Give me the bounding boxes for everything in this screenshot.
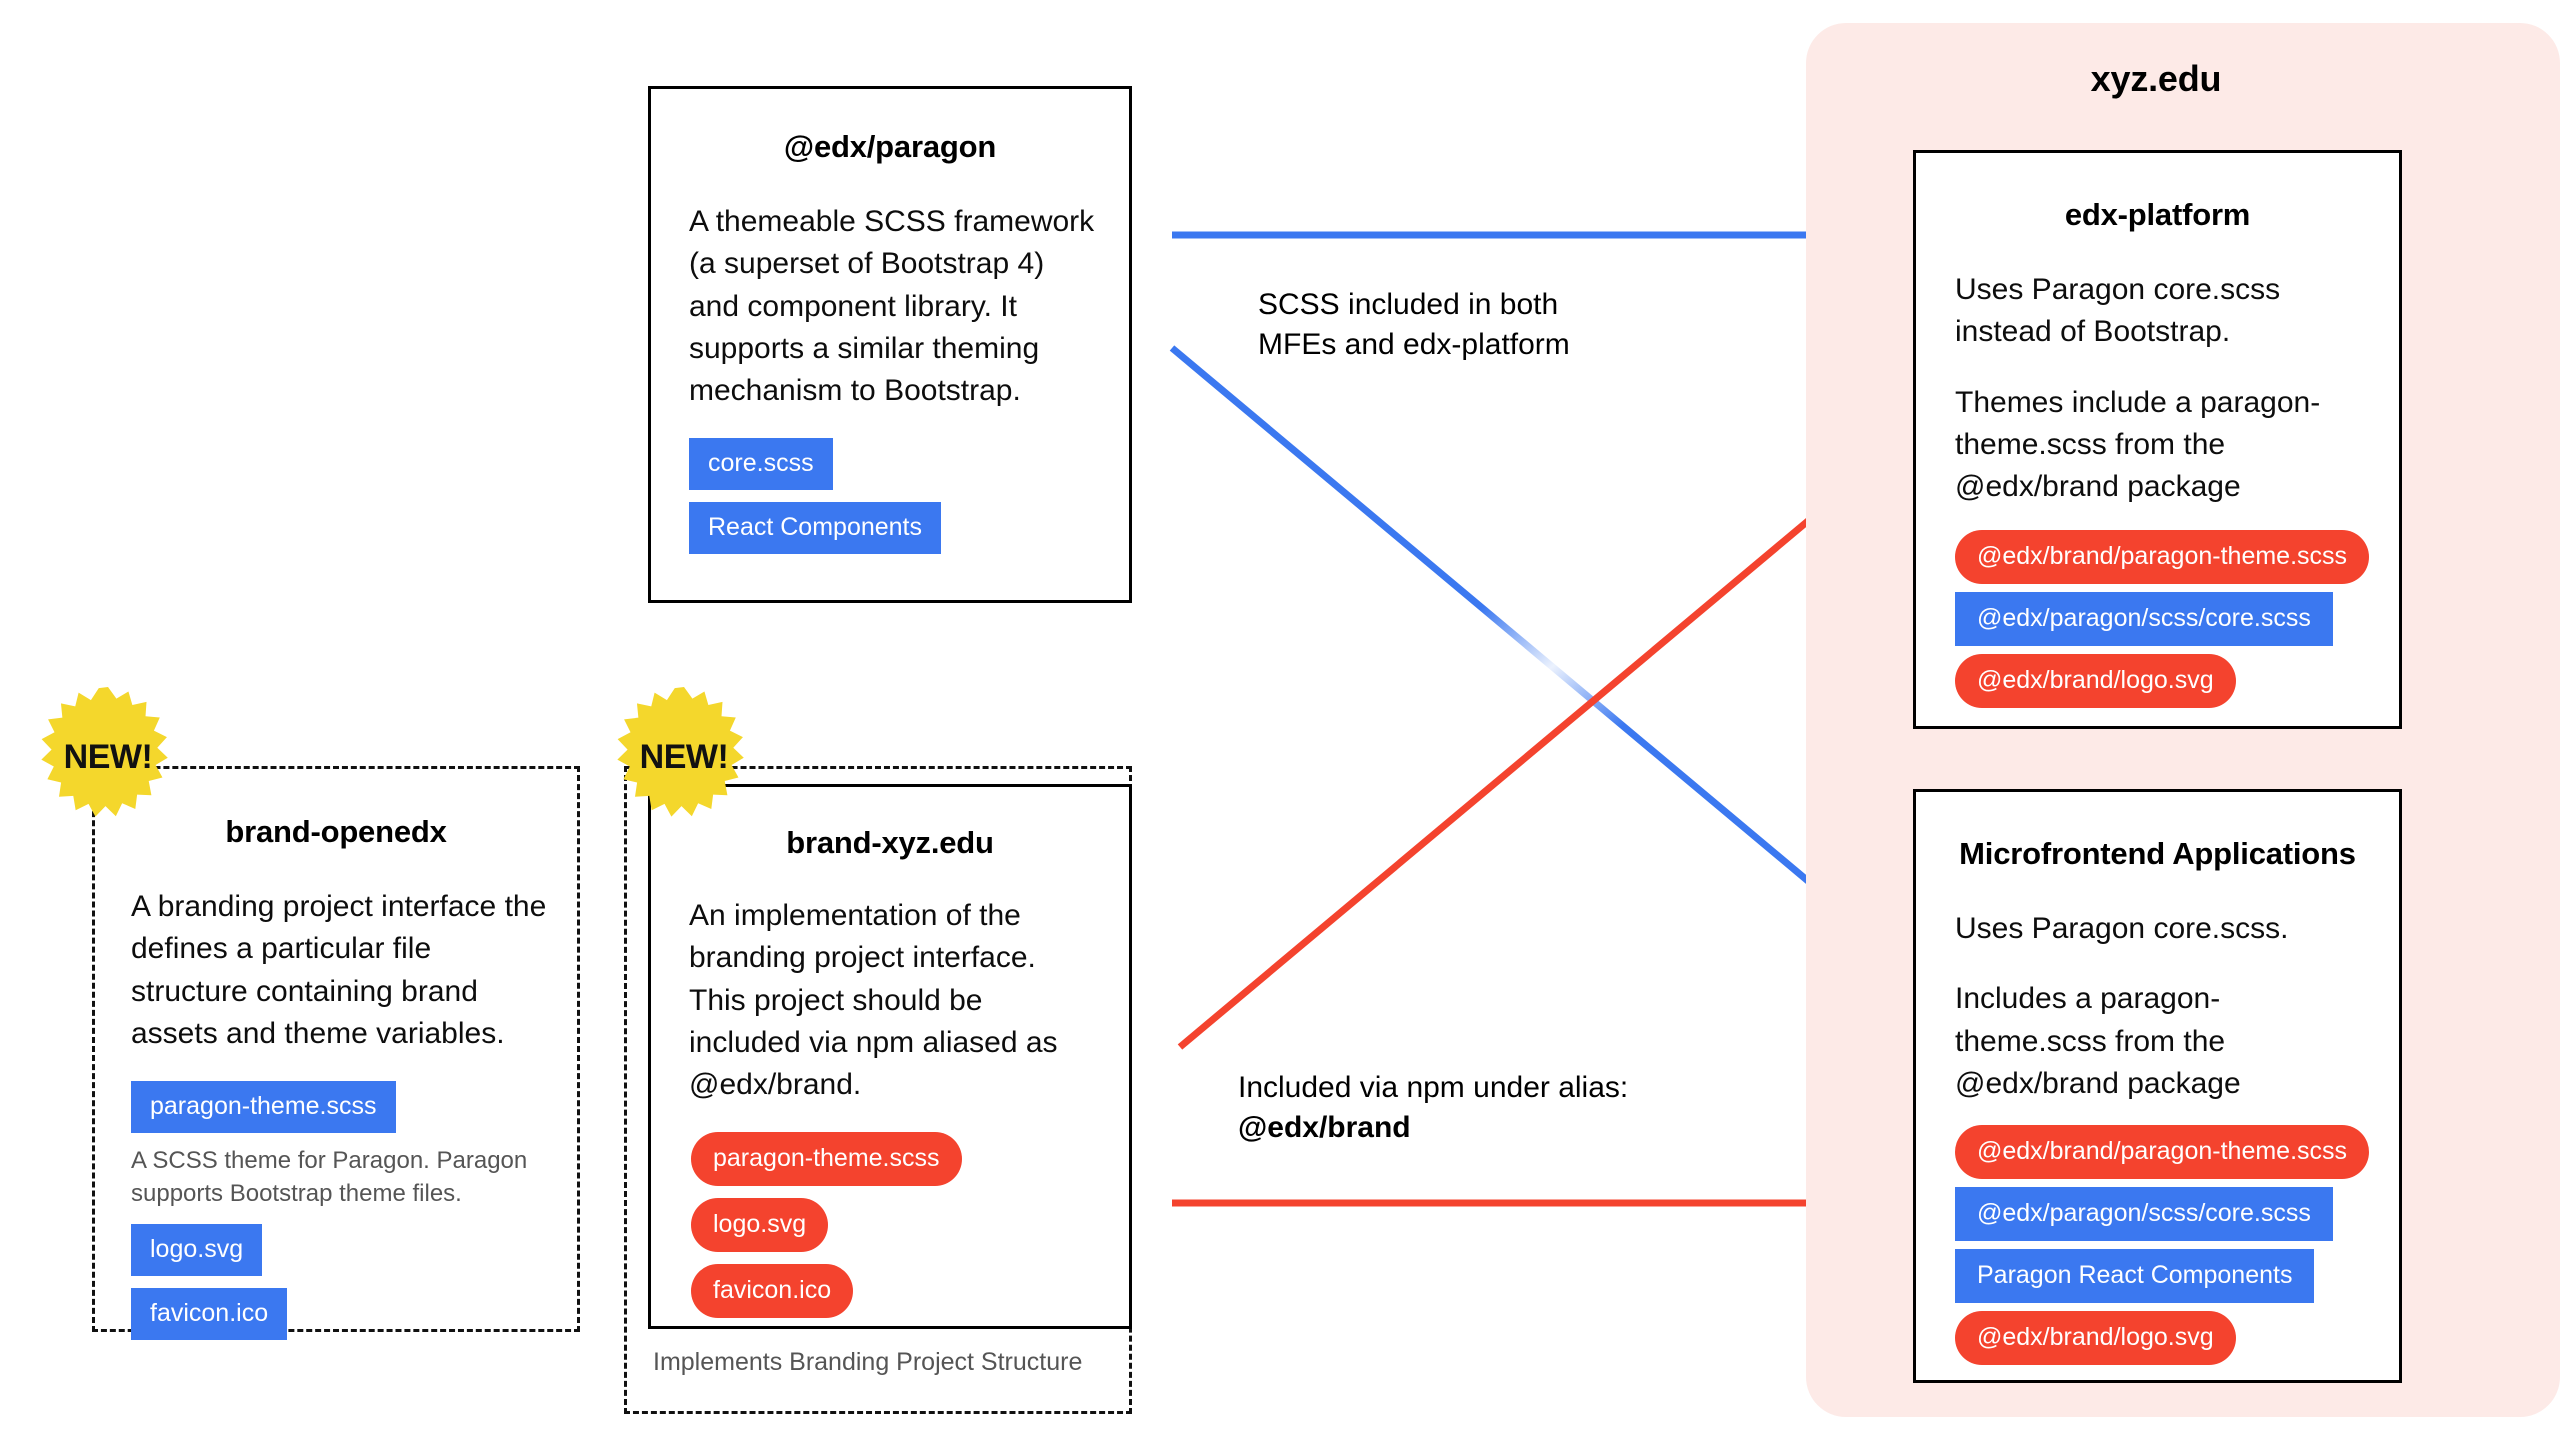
pill-paragon-theme-scss[interactable]: paragon-theme.scss [691, 1132, 962, 1187]
pill-paragon-react-components[interactable]: Paragon React Components [1955, 1249, 2315, 1304]
card-brand-xyz-title: brand-xyz.edu [786, 825, 994, 860]
connector-label-npm-line1: Included via npm under alias: [1238, 1071, 1629, 1104]
new-badge-label: NEW! [639, 737, 729, 776]
panel-xyz-edu-title: xyz.edu [2090, 58, 2222, 99]
pill-logo-svg[interactable]: logo.svg [691, 1198, 829, 1253]
pill-favicon-ico[interactable]: favicon.ico [691, 1264, 854, 1319]
card-brand-openedx-title: brand-openedx [225, 814, 447, 849]
card-microfrontend-applications: Microfrontend Applications Uses Paragon … [1913, 789, 2402, 1383]
card-microfrontend-pill-list: @edx/brand/paragon-theme.scss @edx/parag… [1955, 1125, 2399, 1366]
pill-edx-paragon-core-scss[interactable]: @edx/paragon/scss/core.scss [1955, 1187, 2333, 1242]
card-paragon: @edx/paragon A themeable SCSS framework … [648, 86, 1132, 603]
card-brand-openedx-pill-list-2: logo.svg favicon.ico [131, 1224, 580, 1341]
connector-label-scss-line2: MFEs and edx-platform [1258, 327, 1570, 361]
card-brand-openedx-body: A branding project interface the defines… [131, 890, 547, 1050]
pill-edx-paragon-core-scss[interactable]: @edx/paragon/scss/core.scss [1955, 592, 2333, 647]
pill-favicon-ico[interactable]: favicon.ico [131, 1288, 288, 1341]
pill-paragon-theme-scss[interactable]: paragon-theme.scss [131, 1081, 396, 1134]
card-microfrontend-title: Microfrontend Applications [1959, 836, 2356, 871]
card-edx-platform-para-1: Uses Paragon core.scss instead of Bootst… [1955, 273, 2281, 349]
card-edx-platform-pill-list: @edx/brand/paragon-theme.scss @edx/parag… [1955, 530, 2399, 709]
card-brand-openedx-note: A SCSS theme for Paragon. Paragon suppor… [131, 1147, 528, 1207]
card-microfrontend-para-2: Includes a paragon-theme.scss from the @… [1955, 982, 2241, 1100]
card-paragon-pill-list: core.scss React Components [689, 438, 1129, 555]
arrow-brand-to-edx-platform [1177, 456, 1884, 1050]
card-paragon-body: A themeable SCSS framework (a superset o… [689, 205, 1095, 408]
pill-react-components[interactable]: React Components [689, 502, 942, 555]
card-edx-platform-title: edx-platform [2064, 197, 2251, 232]
arrow-paragon-to-microfrontends [1169, 345, 1886, 948]
card-brand-openedx [92, 766, 580, 1332]
card-paragon-title: @edx/paragon [783, 129, 997, 164]
card-brand-openedx-content: brand-openedx A branding project interfa… [92, 766, 580, 1341]
card-brand-xyz-body: An implementation of the branding projec… [689, 899, 1058, 1102]
new-badge-brand-openedx: NEW! [41, 687, 168, 817]
pill-edx-brand-paragon-theme-scss[interactable]: @edx/brand/paragon-theme.scss [1955, 530, 2370, 585]
pill-edx-brand-logo-svg[interactable]: @edx/brand/logo.svg [1955, 654, 2236, 709]
card-microfrontend-para-1: Uses Paragon core.scss. [1955, 912, 2289, 945]
connector-label-npm-line2: @edx/brand [1238, 1110, 1411, 1144]
connector-label-scss-included: SCSS included in both MFEs and edx-platf… [1258, 285, 1570, 364]
pill-edx-brand-logo-svg[interactable]: @edx/brand/logo.svg [1955, 1311, 2236, 1366]
card-edx-platform: edx-platform Uses Paragon core.scss inst… [1913, 150, 2402, 729]
arrow-paragon-to-edx-platform [1172, 203, 1885, 267]
card-brand-xyz: brand-xyz.edu An implementation of the b… [648, 784, 1132, 1329]
new-badge-label: NEW! [63, 737, 153, 776]
pill-logo-svg[interactable]: logo.svg [131, 1224, 263, 1277]
pill-core-scss[interactable]: core.scss [689, 438, 833, 491]
connector-label-scss-line1: SCSS included in both [1258, 288, 1559, 321]
card-edx-platform-para-2: Themes include a paragon-theme.scss from… [1955, 385, 2321, 504]
arrow-brand-to-microfrontends [1172, 1171, 1885, 1235]
pill-edx-brand-paragon-theme-scss[interactable]: @edx/brand/paragon-theme.scss [1955, 1125, 2370, 1180]
card-brand-xyz-pill-list: paragon-theme.scss logo.svg favicon.ico [691, 1132, 1129, 1319]
card-brand-openedx-pill-list: paragon-theme.scss [131, 1081, 580, 1134]
card-brand-xyz-footer-label: Implements Branding Project Structure [653, 1348, 1083, 1376]
connector-label-npm-alias: Included via npm under alias: @edx/brand [1238, 1068, 1628, 1147]
